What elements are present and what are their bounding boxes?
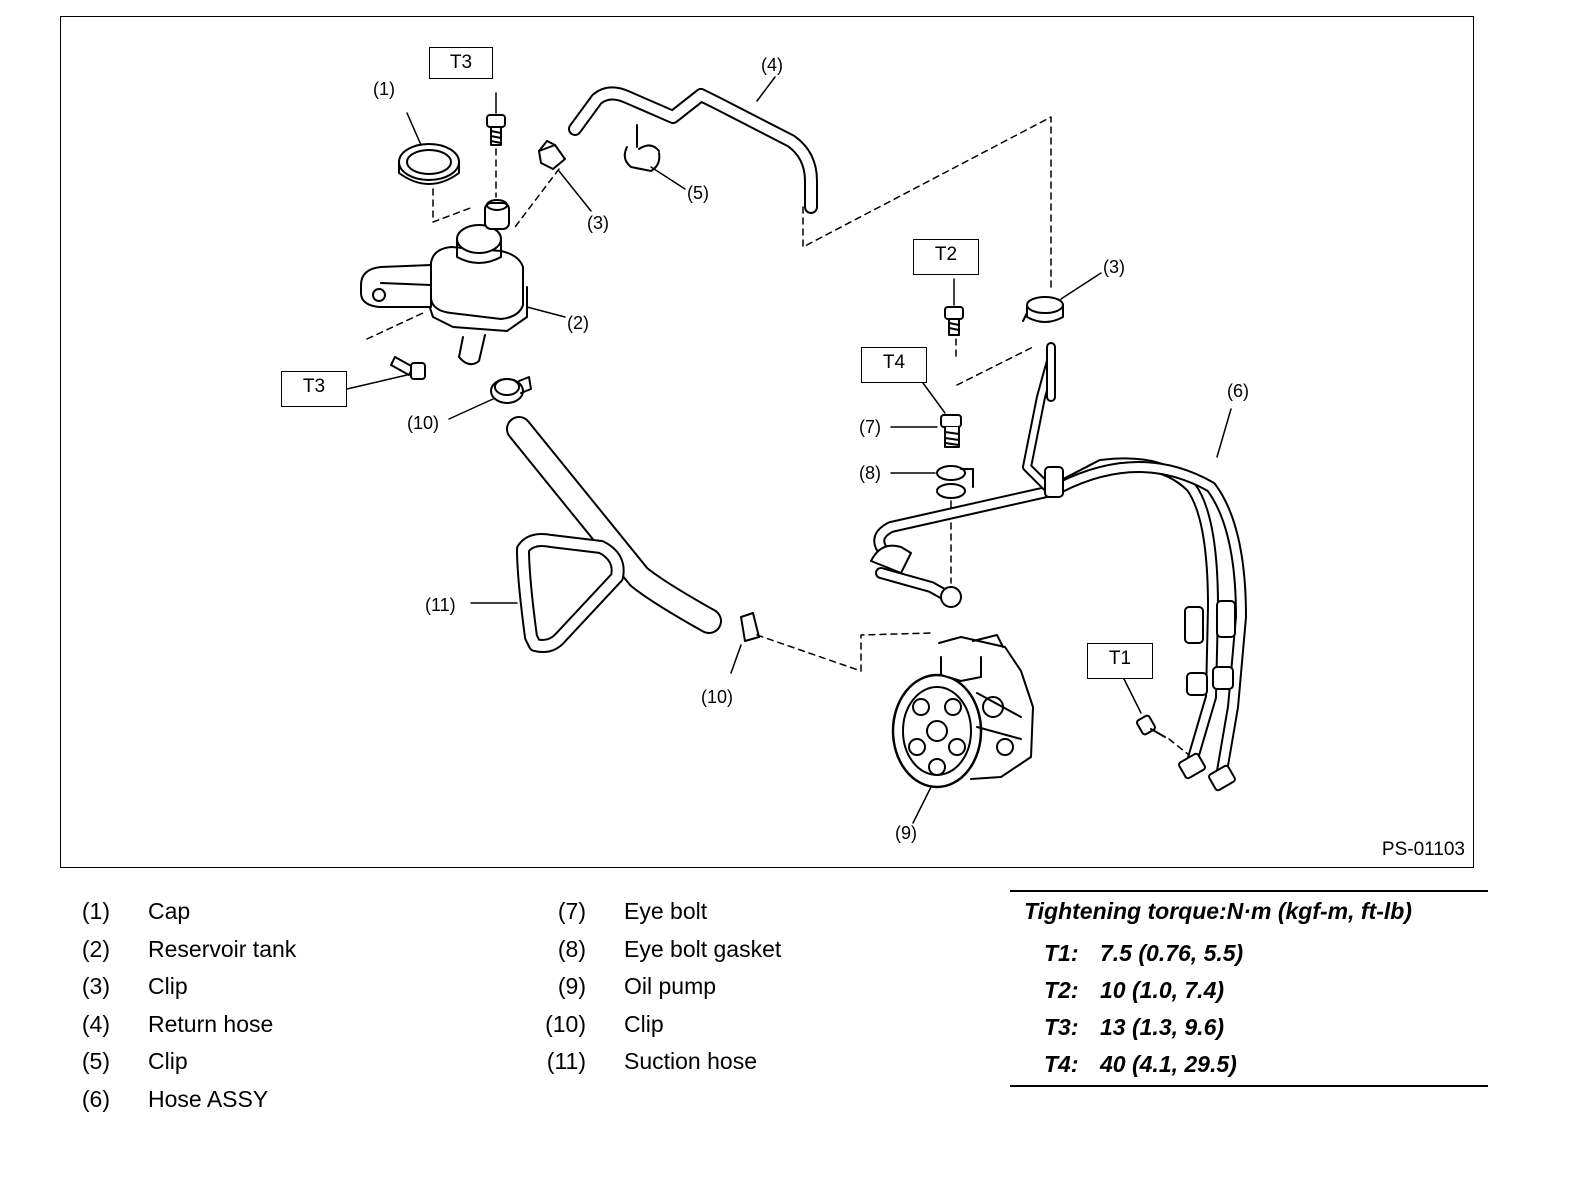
eye-bolt-gasket-part <box>890 465 974 584</box>
callout-10-lower: (10) <box>701 687 734 707</box>
diagram-frame: T3 T3 T2 T4 T1 (1) (2) (3) (4) (5) (3) (… <box>60 16 1474 868</box>
legend-number: (9) <box>557 973 586 999</box>
legend-number: (2) <box>81 935 110 962</box>
eye-bolt-part <box>890 382 962 448</box>
legend-item: (7) Eye bolt <box>558 898 781 936</box>
legend-number: (1) <box>81 898 110 924</box>
legend-item: (3) Clip <box>82 973 296 1011</box>
legend-number: (8) <box>557 935 586 962</box>
clip-10-lower-part <box>730 612 932 674</box>
torque-key: T4: <box>1044 1051 1079 1077</box>
legend-item: (4) Return hose <box>82 1010 296 1049</box>
cap-part <box>398 112 460 185</box>
legend-column-middle: (7) Eye bolt (8) Eye bolt gasket (9) Oil pu… <box>545 898 782 1086</box>
callout-9: (9) <box>895 823 917 843</box>
return-hose-part <box>568 76 1052 288</box>
torque-row: T2: 10 (1.0, 7.4) <box>1010 972 1488 1009</box>
legend-label: Oil pump <box>624 973 717 999</box>
torque-table-title: Tightening torque:N·m (kgf-m, ft-lb) <box>1024 898 1412 924</box>
legend-label: Reservoir tank <box>148 935 297 962</box>
bolt-t2 <box>944 278 1034 386</box>
clip-5-part <box>623 124 686 190</box>
legend-item: (10) Clip <box>545 1010 781 1049</box>
torque-table: Tightening torque:N·m (kgf-m, ft-lb) T1:… <box>1010 890 1488 1087</box>
legend-label: Clip <box>148 1048 188 1074</box>
torque-value: 13 (1.3, 9.6) <box>1100 1014 1225 1040</box>
torque-box-t4: T4 <box>861 347 927 383</box>
legend-item: (2) Reservoir tank <box>82 935 297 974</box>
callout-1: (1) <box>373 79 395 99</box>
callout-2: (2) <box>567 313 589 333</box>
legend-number: (10) <box>545 1010 586 1037</box>
hose-assy-part <box>870 342 1247 792</box>
legend-item: (6) Hose ASSY <box>82 1085 296 1124</box>
leader-dashed-cap <box>432 188 474 223</box>
callout-10-upper: (10) <box>407 413 440 433</box>
legend-number: (11) <box>546 1048 586 1074</box>
parts-diagram <box>346 76 1247 824</box>
callout-4: (4) <box>761 55 783 75</box>
legend-item: (9) Oil pump <box>558 973 781 1011</box>
torque-key: T3: <box>1044 1014 1079 1040</box>
callout-7: (7) <box>859 417 881 437</box>
legend-number: (5) <box>81 1048 110 1074</box>
legend-label: Cap <box>148 898 191 924</box>
torque-value: 7.5 (0.76, 5.5) <box>1100 940 1244 966</box>
legend-number: (3) <box>81 973 110 999</box>
reservoir-tank-part <box>360 199 566 366</box>
callout-11: (11) <box>425 595 456 615</box>
figure-id: PS-01103 <box>1381 839 1465 860</box>
legend-number: (6) <box>81 1085 110 1112</box>
oil-pump-part <box>891 634 1034 824</box>
legend-label: Eye bolt <box>624 898 708 924</box>
legend-column-left: (1) Cap (2) Reservoir tank (3) Clip (4) Retu… <box>82 898 297 1124</box>
torque-row: T1: 7.5 (0.76, 5.5) <box>1010 935 1488 972</box>
bolt-t1 <box>1122 676 1190 756</box>
torque-box-t3-upper: T3 <box>429 47 493 79</box>
callout-3-lower: (3) <box>1103 257 1125 277</box>
torque-box-t3-lower: T3 <box>281 371 347 407</box>
bolt-t3-upper <box>486 92 506 198</box>
legend-label: Suction hose <box>624 1048 757 1074</box>
torque-key: T1: <box>1044 940 1079 966</box>
callout-3-upper: (3) <box>587 213 609 233</box>
clip-upper-part <box>514 140 592 228</box>
legend-item: (11) Suction hose <box>547 1048 781 1086</box>
legend-label: Eye bolt gasket <box>624 935 782 962</box>
callout-8: (8) <box>859 463 881 483</box>
torque-key: T2: <box>1044 977 1079 1003</box>
bolt-t3-lower <box>346 312 426 390</box>
torque-value: 40 (4.1, 29.5) <box>1100 1051 1237 1077</box>
clip-lower-part <box>1022 272 1102 323</box>
torque-value: 10 (1.0, 7.4) <box>1100 977 1225 1003</box>
torque-row: T3: 13 (1.3, 9.6) <box>1010 1009 1488 1046</box>
legend-label: Hose ASSY <box>148 1085 269 1112</box>
legend-label: Return hose <box>148 1010 274 1037</box>
torque-box-t1: T1 <box>1087 643 1153 679</box>
torque-row: T4: 40 (4.1, 29.5) <box>1010 1046 1488 1083</box>
legend-item: (5) Clip <box>82 1048 296 1086</box>
legend-number: (4) <box>81 1010 110 1037</box>
suction-hose-part <box>470 416 722 653</box>
torque-box-t2: T2 <box>913 239 979 275</box>
legend-number: (7) <box>557 898 586 924</box>
legend-label: Clip <box>624 1010 664 1037</box>
callout-6: (6) <box>1227 381 1249 401</box>
clip-10-upper-part <box>448 376 532 420</box>
legend-item: (8) Eye bolt gasket <box>558 935 782 974</box>
legend-label: Clip <box>148 973 188 999</box>
callout-5: (5) <box>687 183 709 203</box>
legend-item: (1) Cap <box>82 898 296 936</box>
